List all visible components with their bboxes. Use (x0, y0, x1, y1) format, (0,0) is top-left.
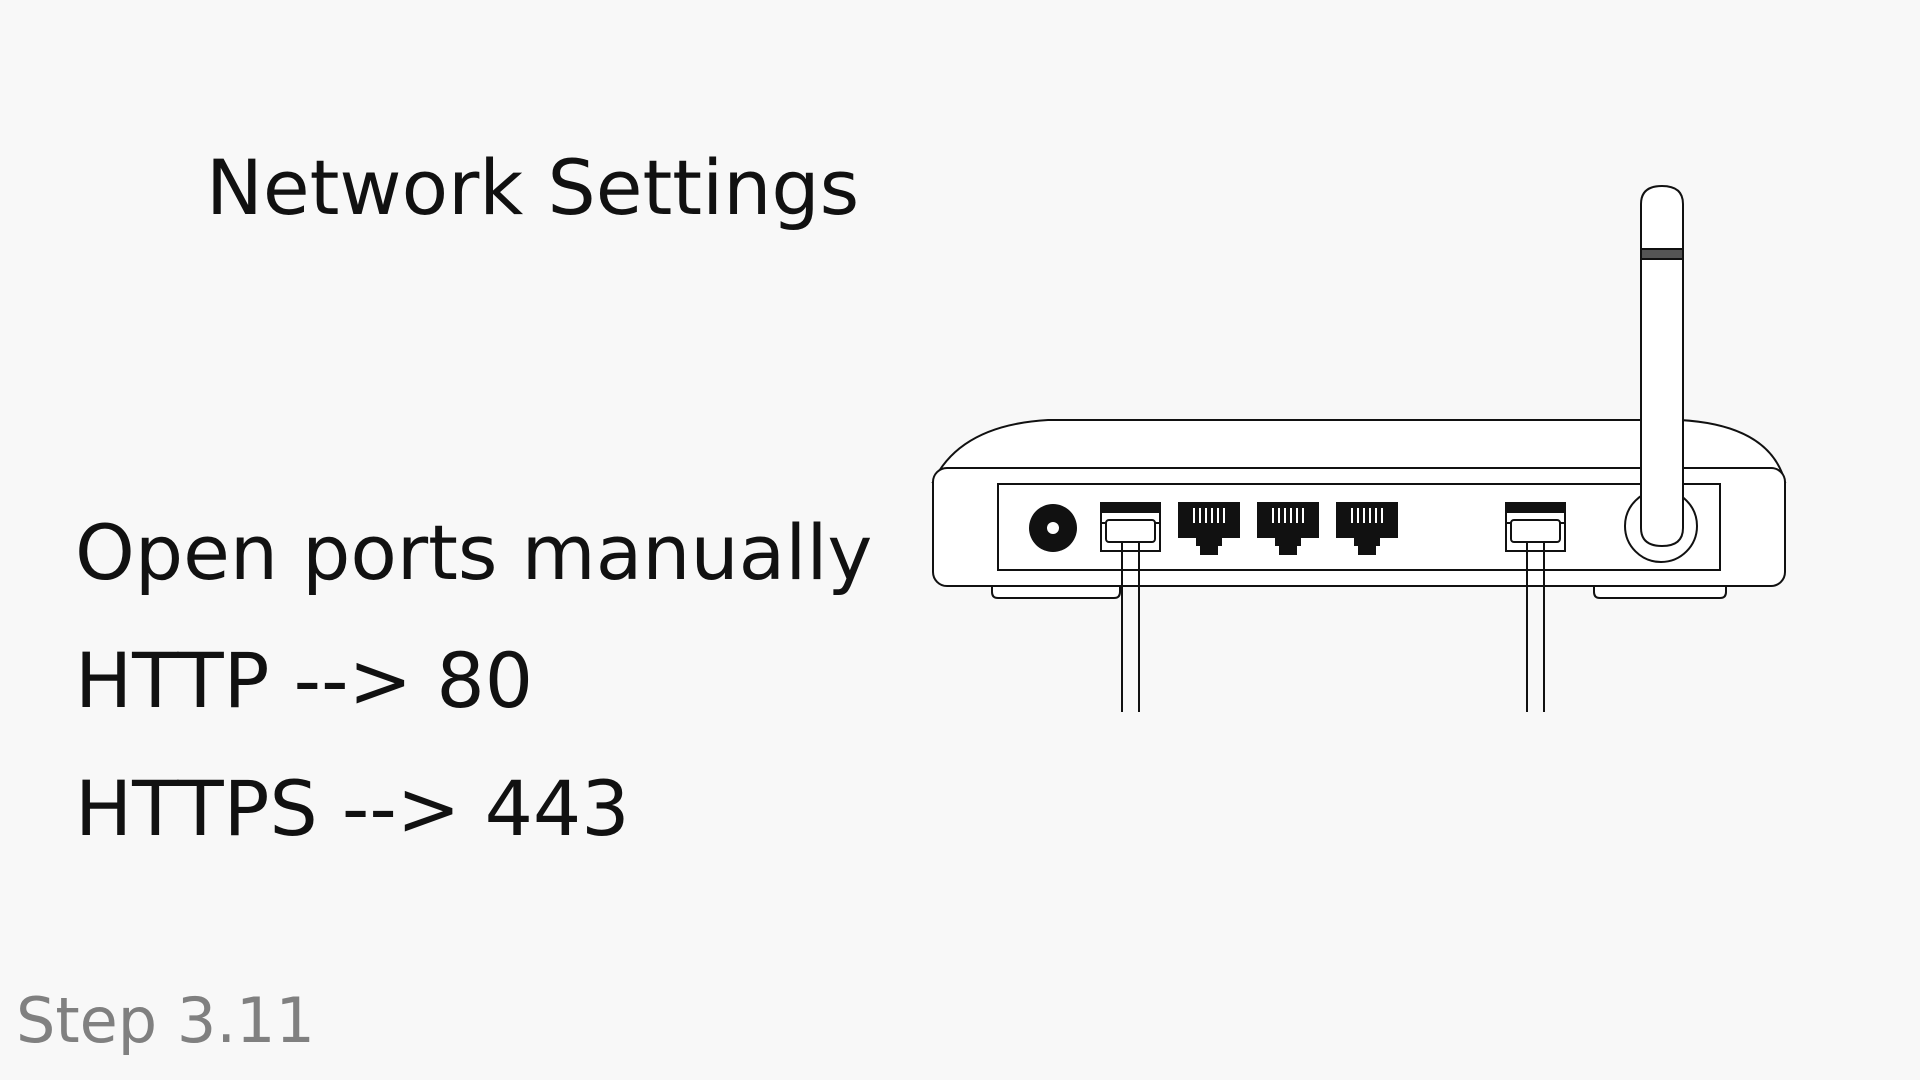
router-foot-right (1593, 585, 1727, 599)
cable-right (1526, 542, 1545, 712)
router-icon (931, 184, 1787, 712)
power-jack-icon (1029, 504, 1077, 552)
router-top-shell (931, 419, 1787, 483)
slide-title: Network Settings (206, 143, 860, 232)
instruction-http-port: HTTP --> 80 (75, 636, 534, 725)
lan-port-icon (1178, 502, 1240, 555)
router-foot-left (991, 585, 1121, 599)
instruction-open-ports: Open ports manually (75, 508, 873, 597)
lan-port-icon (1257, 502, 1319, 555)
instruction-https-port: HTTPS --> 443 (75, 764, 630, 853)
step-label: Step 3.11 (16, 984, 315, 1057)
antenna-icon (1640, 184, 1684, 548)
cable-left (1121, 542, 1140, 712)
wan-port-icon (1100, 502, 1161, 552)
instruction-list: Open ports manually HTTP --> 80 HTTPS --… (75, 515, 872, 899)
lan-port-icon (1336, 502, 1398, 555)
lan-port-connected-icon (1505, 502, 1566, 552)
